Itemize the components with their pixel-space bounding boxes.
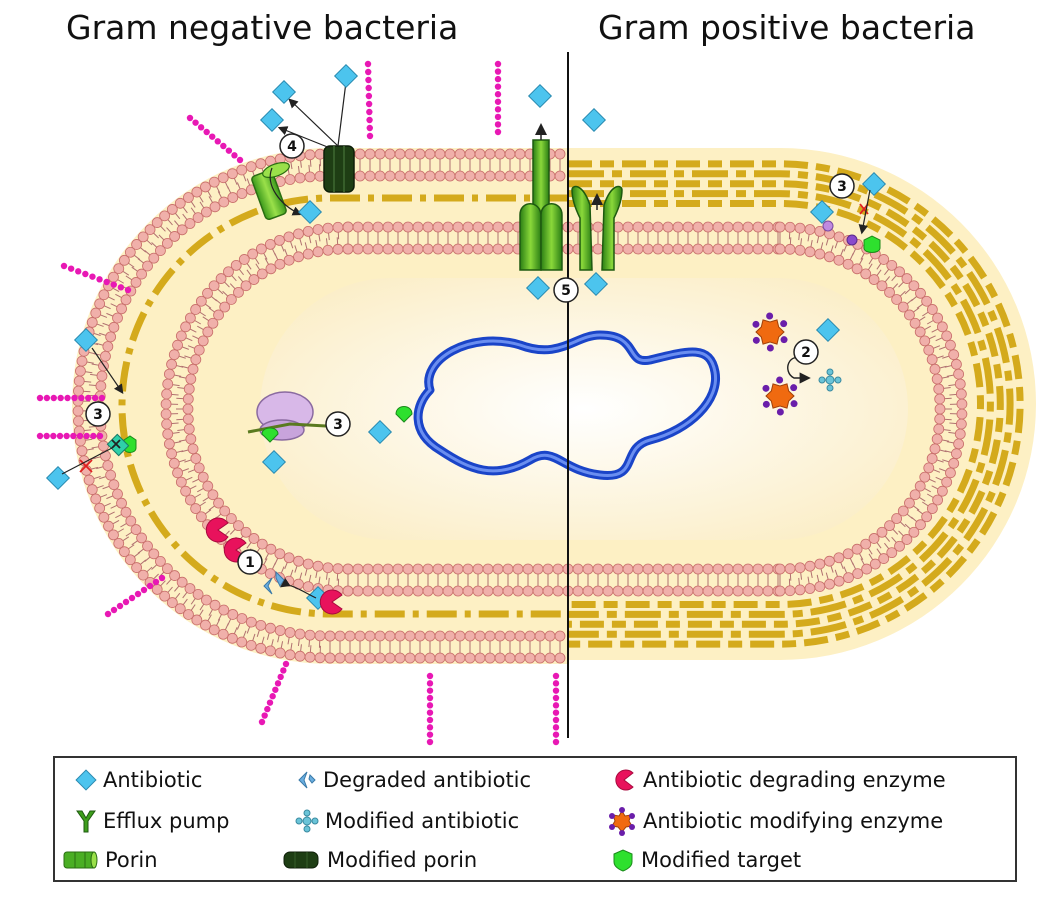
legend-item-modified-target: Modified target: [611, 844, 801, 876]
legend-label-degrading-enzyme: Antibiotic degrading enzyme: [643, 768, 946, 792]
legend-label-antibiotic: Antibiotic: [103, 768, 202, 792]
legend-label-modified-target: Modified target: [641, 848, 801, 872]
antibiotic-diamond: [583, 109, 606, 132]
porin-icon: [61, 848, 99, 872]
antibiotic-icon: [75, 769, 97, 791]
step-marker: 5: [554, 278, 578, 302]
legend-item-porin: Porin: [61, 844, 158, 876]
step-marker: 3: [830, 174, 854, 198]
title-gram-negative: Gram negative bacteria: [66, 8, 458, 47]
svg-text:3: 3: [93, 407, 103, 423]
legend-label-modified-antibiotic: Modified antibiotic: [325, 809, 519, 833]
legend-item-efflux-pump: Efflux pump: [75, 805, 229, 837]
legend-label-modifying-enzyme: Antibiotic modifying enzyme: [643, 809, 943, 833]
step-marker: 3: [86, 402, 110, 426]
step-marker: 2: [794, 340, 818, 364]
legend-item-modifying-enzyme: Antibiotic modifying enzyme: [607, 805, 943, 837]
svg-text:2: 2: [801, 345, 811, 361]
step-marker: 4: [280, 134, 304, 158]
svg-text:5: 5: [561, 283, 571, 299]
svg-text:3: 3: [333, 417, 343, 433]
legend-label-degraded-antibiotic: Degraded antibiotic: [323, 768, 531, 792]
svg-text:3: 3: [837, 179, 847, 195]
antibiotic-diamond: [273, 81, 296, 104]
antibiotic-diamond: [47, 467, 70, 490]
efflux-pump-icon: [75, 808, 97, 834]
legend-box: Antibiotic Degraded antibiotic Antibioti…: [53, 756, 1017, 882]
title-gram-positive: Gram positive bacteria: [598, 8, 975, 47]
antibiotic-diamond: [261, 109, 284, 132]
degrading-enzyme-icon: [611, 769, 637, 791]
antibiotic-diamond: [335, 65, 358, 88]
svg-text:4: 4: [287, 139, 297, 155]
legend-item-modified-porin: Modified porin: [281, 844, 477, 876]
legend-label-modified-porin: Modified porin: [327, 848, 477, 872]
legend-item-antibiotic: Antibiotic: [75, 764, 202, 796]
antibiotic-diamond: [529, 85, 552, 108]
step-marker: 1: [238, 550, 262, 574]
svg-text:1: 1: [245, 555, 255, 571]
modifying-enzyme-icon: [607, 806, 637, 836]
modified-antibiotic-icon: [295, 809, 319, 833]
legend-label-efflux-pump: Efflux pump: [103, 809, 229, 833]
legend-item-degrading-enzyme: Antibiotic degrading enzyme: [611, 764, 946, 796]
modified-porin: [324, 146, 354, 192]
cytoplasm: [260, 278, 908, 540]
legend-item-degraded-antibiotic: Degraded antibiotic: [295, 764, 531, 796]
degraded-antibiotic-icon: [295, 769, 317, 791]
modified-porin-icon: [281, 848, 321, 872]
step-marker: 3: [326, 412, 350, 436]
legend-label-porin: Porin: [105, 848, 158, 872]
legend-item-modified-antibiotic: Modified antibiotic: [295, 805, 519, 837]
modified-target-icon: [611, 848, 635, 872]
